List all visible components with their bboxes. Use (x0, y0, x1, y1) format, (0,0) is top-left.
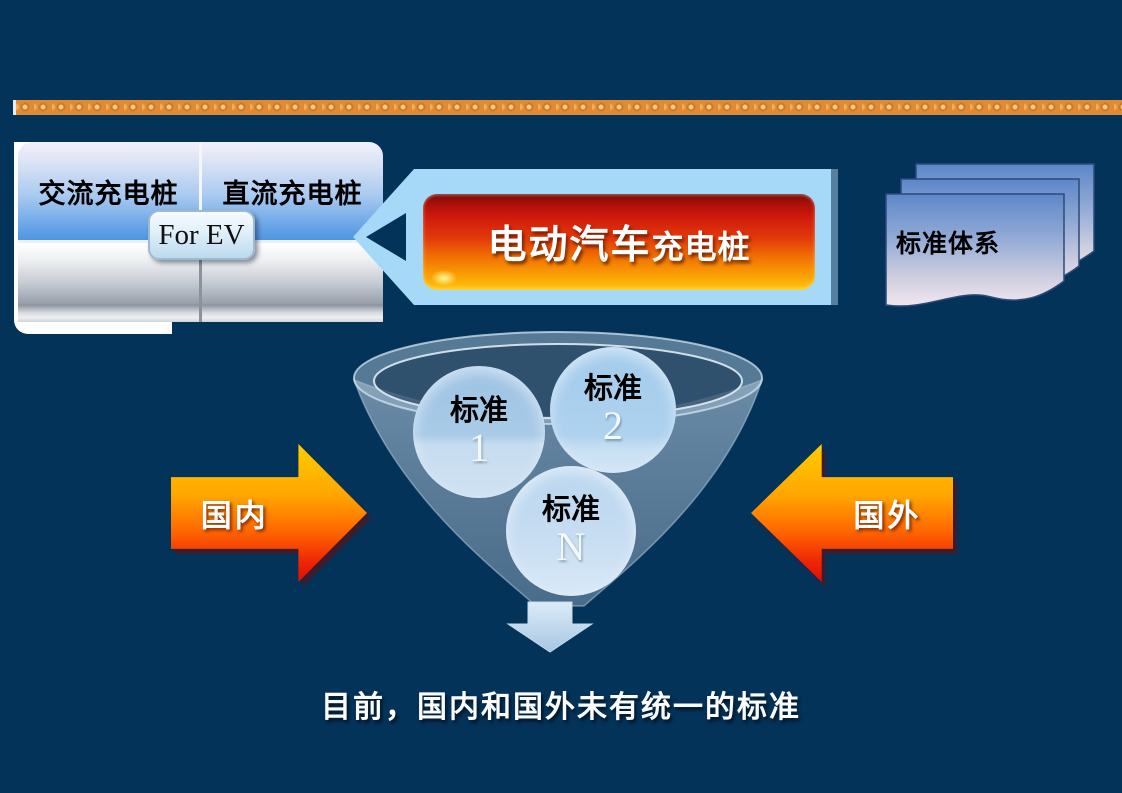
charger-table-bottom-row (18, 305, 383, 322)
standard-circle-n-number: N (556, 523, 586, 569)
top-border-decoration (13, 100, 1122, 115)
table-body-cell (18, 305, 199, 322)
table-body-cell (202, 305, 383, 322)
standard-circle-n-label: 标准 (541, 492, 600, 527)
standard-circle-1-label: 标准 (449, 393, 508, 428)
standard-circle-2-label: 标准 (583, 371, 642, 406)
banner-title-sub: 充电桩 (651, 228, 751, 266)
table-column-divider (199, 142, 202, 240)
for-ev-badge: For EV (148, 210, 255, 260)
banner-arrow: 电动汽车充电桩 (350, 167, 845, 307)
caption-text: 目前，国内和国外未有统一的标准 (321, 690, 801, 725)
arrow-foreign-label: 国外 (853, 498, 922, 535)
table-column-divider (199, 243, 202, 305)
table-column-divider (199, 305, 202, 322)
standard-circle-1-number: 1 (469, 424, 489, 470)
docs-label: 标准体系 (896, 229, 1001, 258)
standard-circle-2-number: 2 (603, 402, 623, 448)
arrow-domestic-label: 国内 (200, 498, 269, 535)
docs-stack-icon (885, 163, 1095, 307)
charger-table-body-row (18, 243, 383, 305)
standard-circle-n: 标准 N (506, 466, 636, 596)
standard-circle-2: 标准 2 (550, 347, 676, 473)
banner-title: 电动汽车充电桩 (487, 214, 750, 270)
banner-title-main: 电动汽车 (487, 223, 652, 268)
standard-circle-1: 标准 1 (413, 366, 545, 498)
banner-red-button: 电动汽车充电桩 (423, 194, 815, 290)
arrow-foreign: 国外 (751, 444, 953, 582)
arrow-domestic: 国内 (171, 444, 367, 582)
